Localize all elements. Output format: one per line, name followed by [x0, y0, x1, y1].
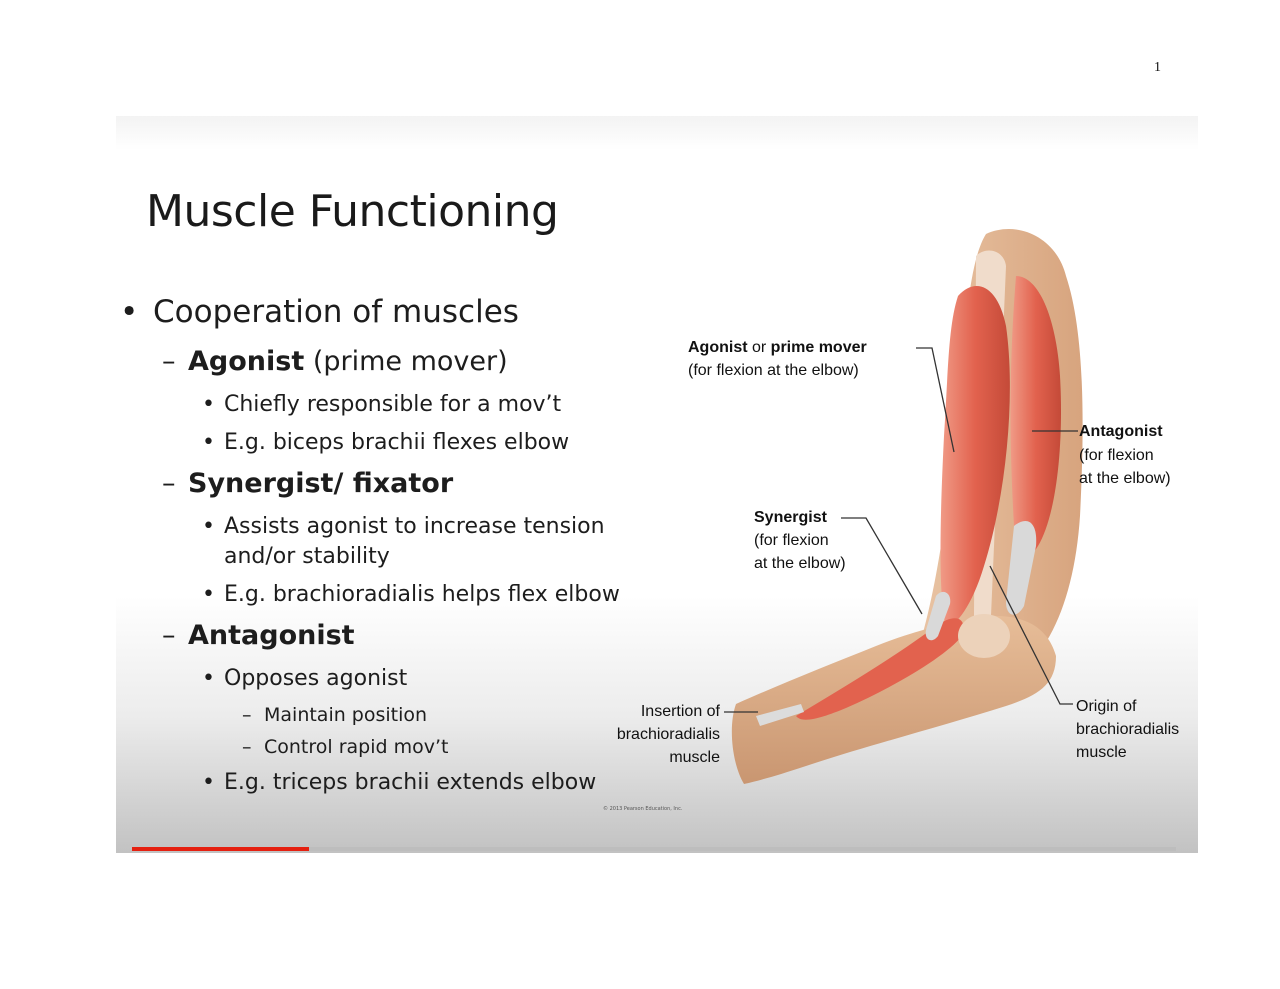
dash-icon: – — [242, 736, 252, 758]
page-number: 1 — [1154, 60, 1161, 75]
dash-icon: – — [242, 704, 252, 726]
bullet-cooperation: • Cooperation of muscles — [120, 294, 519, 330]
bullet-text: E.g. biceps brachii flexes elbow — [224, 430, 570, 455]
synergist-term: Synergist/ fixator — [188, 468, 454, 499]
bullet-synergist-sub1: • Assists agonist to increase tension — [202, 514, 605, 539]
label-synergist-detail-1: (for flexion — [754, 532, 829, 549]
bullet-synergist: –Synergist/ fixator — [162, 468, 453, 499]
label-agonist-or: or — [747, 339, 771, 356]
bullet-text: Maintain position — [264, 704, 428, 726]
slide: Muscle Functioning • Cooperation of muscl… — [116, 116, 1198, 853]
dash-icon: – — [162, 346, 176, 377]
bullet-text: Chiefly responsible for a mov’t — [224, 392, 562, 417]
triceps-muscle — [1010, 276, 1062, 557]
triceps-tendon — [1006, 520, 1037, 615]
bullet-agonist: –Agonist (prime mover) — [162, 346, 508, 377]
label-origin-2: brachioradialis — [1076, 721, 1180, 738]
arm-illustration-icon — [724, 229, 1083, 784]
agonist-description: (prime mover) — [304, 346, 508, 377]
label-prime-mover-term: prime mover — [770, 339, 867, 356]
video-progress-bar[interactable] — [132, 847, 1176, 851]
bullet-text: Cooperation of muscles — [153, 294, 519, 330]
label-origin-1: Origin of — [1076, 698, 1137, 715]
bullet-dot-icon: • — [202, 582, 215, 607]
label-agonist-detail: (for flexion at the elbow) — [688, 362, 859, 379]
bullet-dot-icon: • — [202, 514, 215, 539]
bullet-text: Control rapid mov’t — [264, 736, 449, 758]
elbow-joint — [958, 614, 1010, 658]
bullet-dot-icon: • — [202, 392, 215, 417]
label-insertion-1: Insertion of — [640, 703, 720, 720]
bullet-dot-icon: • — [202, 770, 215, 795]
dash-icon: – — [162, 620, 176, 651]
agonist-term: Agonist — [188, 346, 305, 377]
bullet-agonist-sub2: • E.g. biceps brachii flexes elbow — [202, 430, 569, 455]
slide-title: Muscle Functioning — [146, 186, 559, 237]
bullet-agonist-sub1: • Chiefly responsible for a mov’t — [202, 392, 561, 417]
bullet-synergist-sub1-continued: and/or stability — [224, 544, 390, 569]
dash-icon: – — [162, 468, 176, 499]
insertion-tendon — [756, 704, 804, 726]
biceps-tendon — [925, 591, 951, 641]
video-progress-fill — [132, 847, 310, 851]
bullet-antagonist-sub1: • Opposes agonist — [202, 666, 407, 691]
label-synergist-term: Synergist — [754, 509, 827, 526]
label-antagonist-detail-1: (for flexion — [1079, 447, 1154, 464]
bullet-text: E.g. triceps brachii extends elbow — [224, 770, 597, 795]
bullet-antagonist: –Antagonist — [162, 620, 355, 651]
bullet-text: E.g. brachioradialis helps flex elbow — [224, 582, 620, 607]
bullet-dot-icon: • — [120, 294, 139, 330]
label-insertion-2: brachioradialis — [616, 726, 720, 743]
biceps-muscle — [940, 286, 1010, 628]
bullet-antagonist-sub1a: –Maintain position — [242, 704, 427, 726]
bullet-antagonist-sub2: • E.g. triceps brachii extends elbow — [202, 770, 596, 795]
antagonist-term: Antagonist — [188, 620, 355, 651]
arm-muscle-diagram: Agonist or prime mover (for flexion at t… — [586, 216, 1198, 826]
label-antagonist-detail-2: at the elbow) — [1079, 470, 1171, 487]
label-insertion-3: muscle — [669, 749, 720, 766]
leader-lines — [724, 347, 1078, 713]
label-synergist-detail-2: at the elbow) — [754, 555, 846, 572]
bullet-dot-icon: • — [202, 430, 215, 455]
label-antagonist: Antagonist — [1079, 422, 1163, 441]
bullet-dot-icon: • — [202, 666, 215, 691]
forearm — [731, 616, 1056, 784]
bullet-text: Assists agonist to increase tension — [224, 514, 605, 539]
label-antagonist-term: Antagonist — [1079, 423, 1163, 440]
label-agonist: Agonist or prime mover — [688, 338, 867, 357]
bullet-text: Opposes agonist — [224, 666, 408, 691]
bullet-synergist-sub2: • E.g. brachioradialis helps flex elbow — [202, 582, 620, 607]
label-origin-3: muscle — [1076, 744, 1127, 761]
label-agonist-term: Agonist — [688, 339, 748, 356]
bullet-antagonist-sub1b: –Control rapid mov’t — [242, 736, 448, 758]
label-synergist: Synergist — [754, 508, 827, 527]
copyright-note: © 2013 Pearson Education, Inc. — [603, 806, 683, 812]
brachioradialis-muscle — [796, 618, 964, 720]
